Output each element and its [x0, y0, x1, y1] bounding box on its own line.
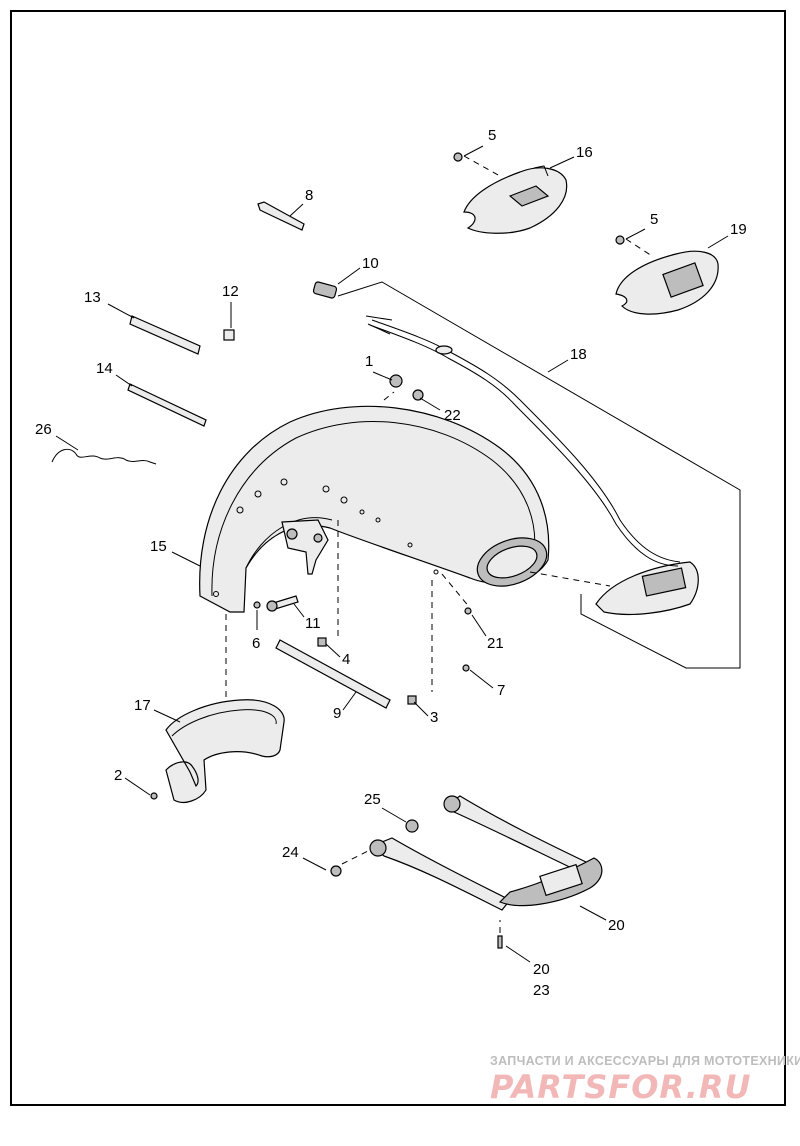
screw-part [253, 601, 261, 609]
leader-line-c8 [289, 203, 304, 217]
pin-part [497, 935, 503, 949]
electra-glide-script-part [51, 448, 157, 465]
leader-line-c3 [413, 701, 429, 717]
callout-number-c1: 1 [365, 353, 373, 370]
leader-line-c10 [337, 267, 361, 285]
connector-part [312, 281, 338, 299]
callout-number-c23: 23 [533, 982, 550, 999]
callout-number-c6: 6 [252, 635, 260, 652]
assembly-line [463, 155, 501, 177]
clip-part [223, 329, 235, 341]
leader-line-c1 [372, 371, 393, 381]
callout-number-c14: 14 [96, 360, 113, 377]
screw-part [464, 607, 472, 615]
leader-line-c18 [547, 359, 569, 373]
tail-lamp-part [595, 561, 699, 616]
callout-number-c26: 26 [35, 421, 52, 438]
rear-fender-part [199, 405, 550, 613]
callout-number-c19: 19 [730, 221, 747, 238]
callout-number-c3: 3 [430, 709, 438, 726]
assembly-line [625, 238, 653, 257]
callout-number-c22: 22 [444, 407, 461, 424]
callout-number-c13: 13 [84, 289, 101, 306]
leader-line-c16 [549, 156, 575, 169]
callout-number-c21: 21 [487, 635, 504, 652]
assembly-line [383, 391, 395, 401]
callout-number-c5a: 5 [488, 127, 496, 144]
screw-part [317, 637, 327, 647]
watermark-tagline: ЗАПЧАСТИ И АКСЕССУАРЫ ДЛЯ МОТОТЕХНИКИ [490, 1054, 800, 1068]
leader-line-c5a [463, 145, 484, 157]
callout-number-c25: 25 [364, 791, 381, 808]
leader-line-c5b [625, 228, 646, 240]
limited-emblem-part [127, 383, 207, 427]
emblem-part [129, 315, 201, 355]
callout-number-c12: 12 [222, 283, 239, 300]
screw-part [615, 235, 625, 245]
leader-line-c9 [342, 691, 357, 711]
fender-skirt-part [165, 699, 285, 803]
watermark-logo: PARTSFOR.RU [490, 1068, 752, 1106]
nut-part [389, 374, 403, 388]
callout-number-c24: 24 [282, 844, 299, 861]
callout-number-c4: 4 [342, 651, 350, 668]
fender-rail-part [369, 795, 603, 911]
leader-line-c2 [124, 777, 151, 796]
nut-part [405, 819, 419, 833]
leader-line-c7 [469, 669, 494, 689]
callout-number-c11: 11 [305, 615, 321, 632]
callout-number-c17: 17 [134, 697, 151, 714]
fender-tip-script-part [615, 250, 719, 315]
callout-number-c7: 7 [497, 682, 505, 699]
reflector-strip-part [275, 639, 391, 709]
leader-line-c17 [153, 709, 181, 723]
assembly-outline [337, 281, 741, 669]
leader-line-c20b [505, 945, 531, 963]
leader-line-c22 [419, 397, 441, 411]
trim-strip-part [257, 201, 305, 231]
leader-line-c4 [325, 643, 341, 658]
screw-part [150, 792, 158, 800]
assembly-line [341, 847, 375, 865]
leader-line-c19 [707, 235, 729, 249]
bolt-head [266, 600, 278, 612]
callout-number-c9: 9 [333, 705, 341, 722]
nut-part [412, 389, 424, 401]
leader-line-c11 [293, 603, 305, 618]
assembly-line [529, 571, 611, 587]
screw-part [453, 152, 463, 162]
callout-number-c18: 18 [570, 346, 587, 363]
callout-number-c16: 16 [576, 144, 593, 161]
assembly-line [441, 573, 471, 609]
callout-number-c8: 8 [305, 187, 313, 204]
leader-line-c25 [381, 807, 407, 823]
leader-line-c14 [115, 374, 133, 387]
leader-line-c26 [55, 435, 79, 451]
callout-number-c5b: 5 [650, 211, 658, 228]
screw-part [462, 664, 470, 672]
callout-layer: 1234556789101112131415161718192020212223… [35, 127, 747, 999]
leader-line-c21 [471, 614, 487, 637]
leader-line-c13 [107, 303, 135, 319]
screw-part [330, 865, 342, 877]
callout-number-c20b: 20 [533, 961, 550, 978]
callout-number-c20a: 20 [608, 917, 625, 934]
leader-line-c20a [579, 905, 607, 921]
drawing-frame [10, 10, 786, 1106]
callout-number-c2: 2 [114, 767, 122, 784]
callout-number-c15: 15 [150, 538, 167, 555]
callout-number-c10: 10 [362, 255, 379, 272]
leader-line-c15 [171, 551, 201, 567]
leader-line-c24 [302, 857, 327, 871]
wiring-harness-part [365, 315, 681, 567]
screw-part [407, 695, 417, 705]
fender-tip-logo-part [463, 165, 568, 234]
